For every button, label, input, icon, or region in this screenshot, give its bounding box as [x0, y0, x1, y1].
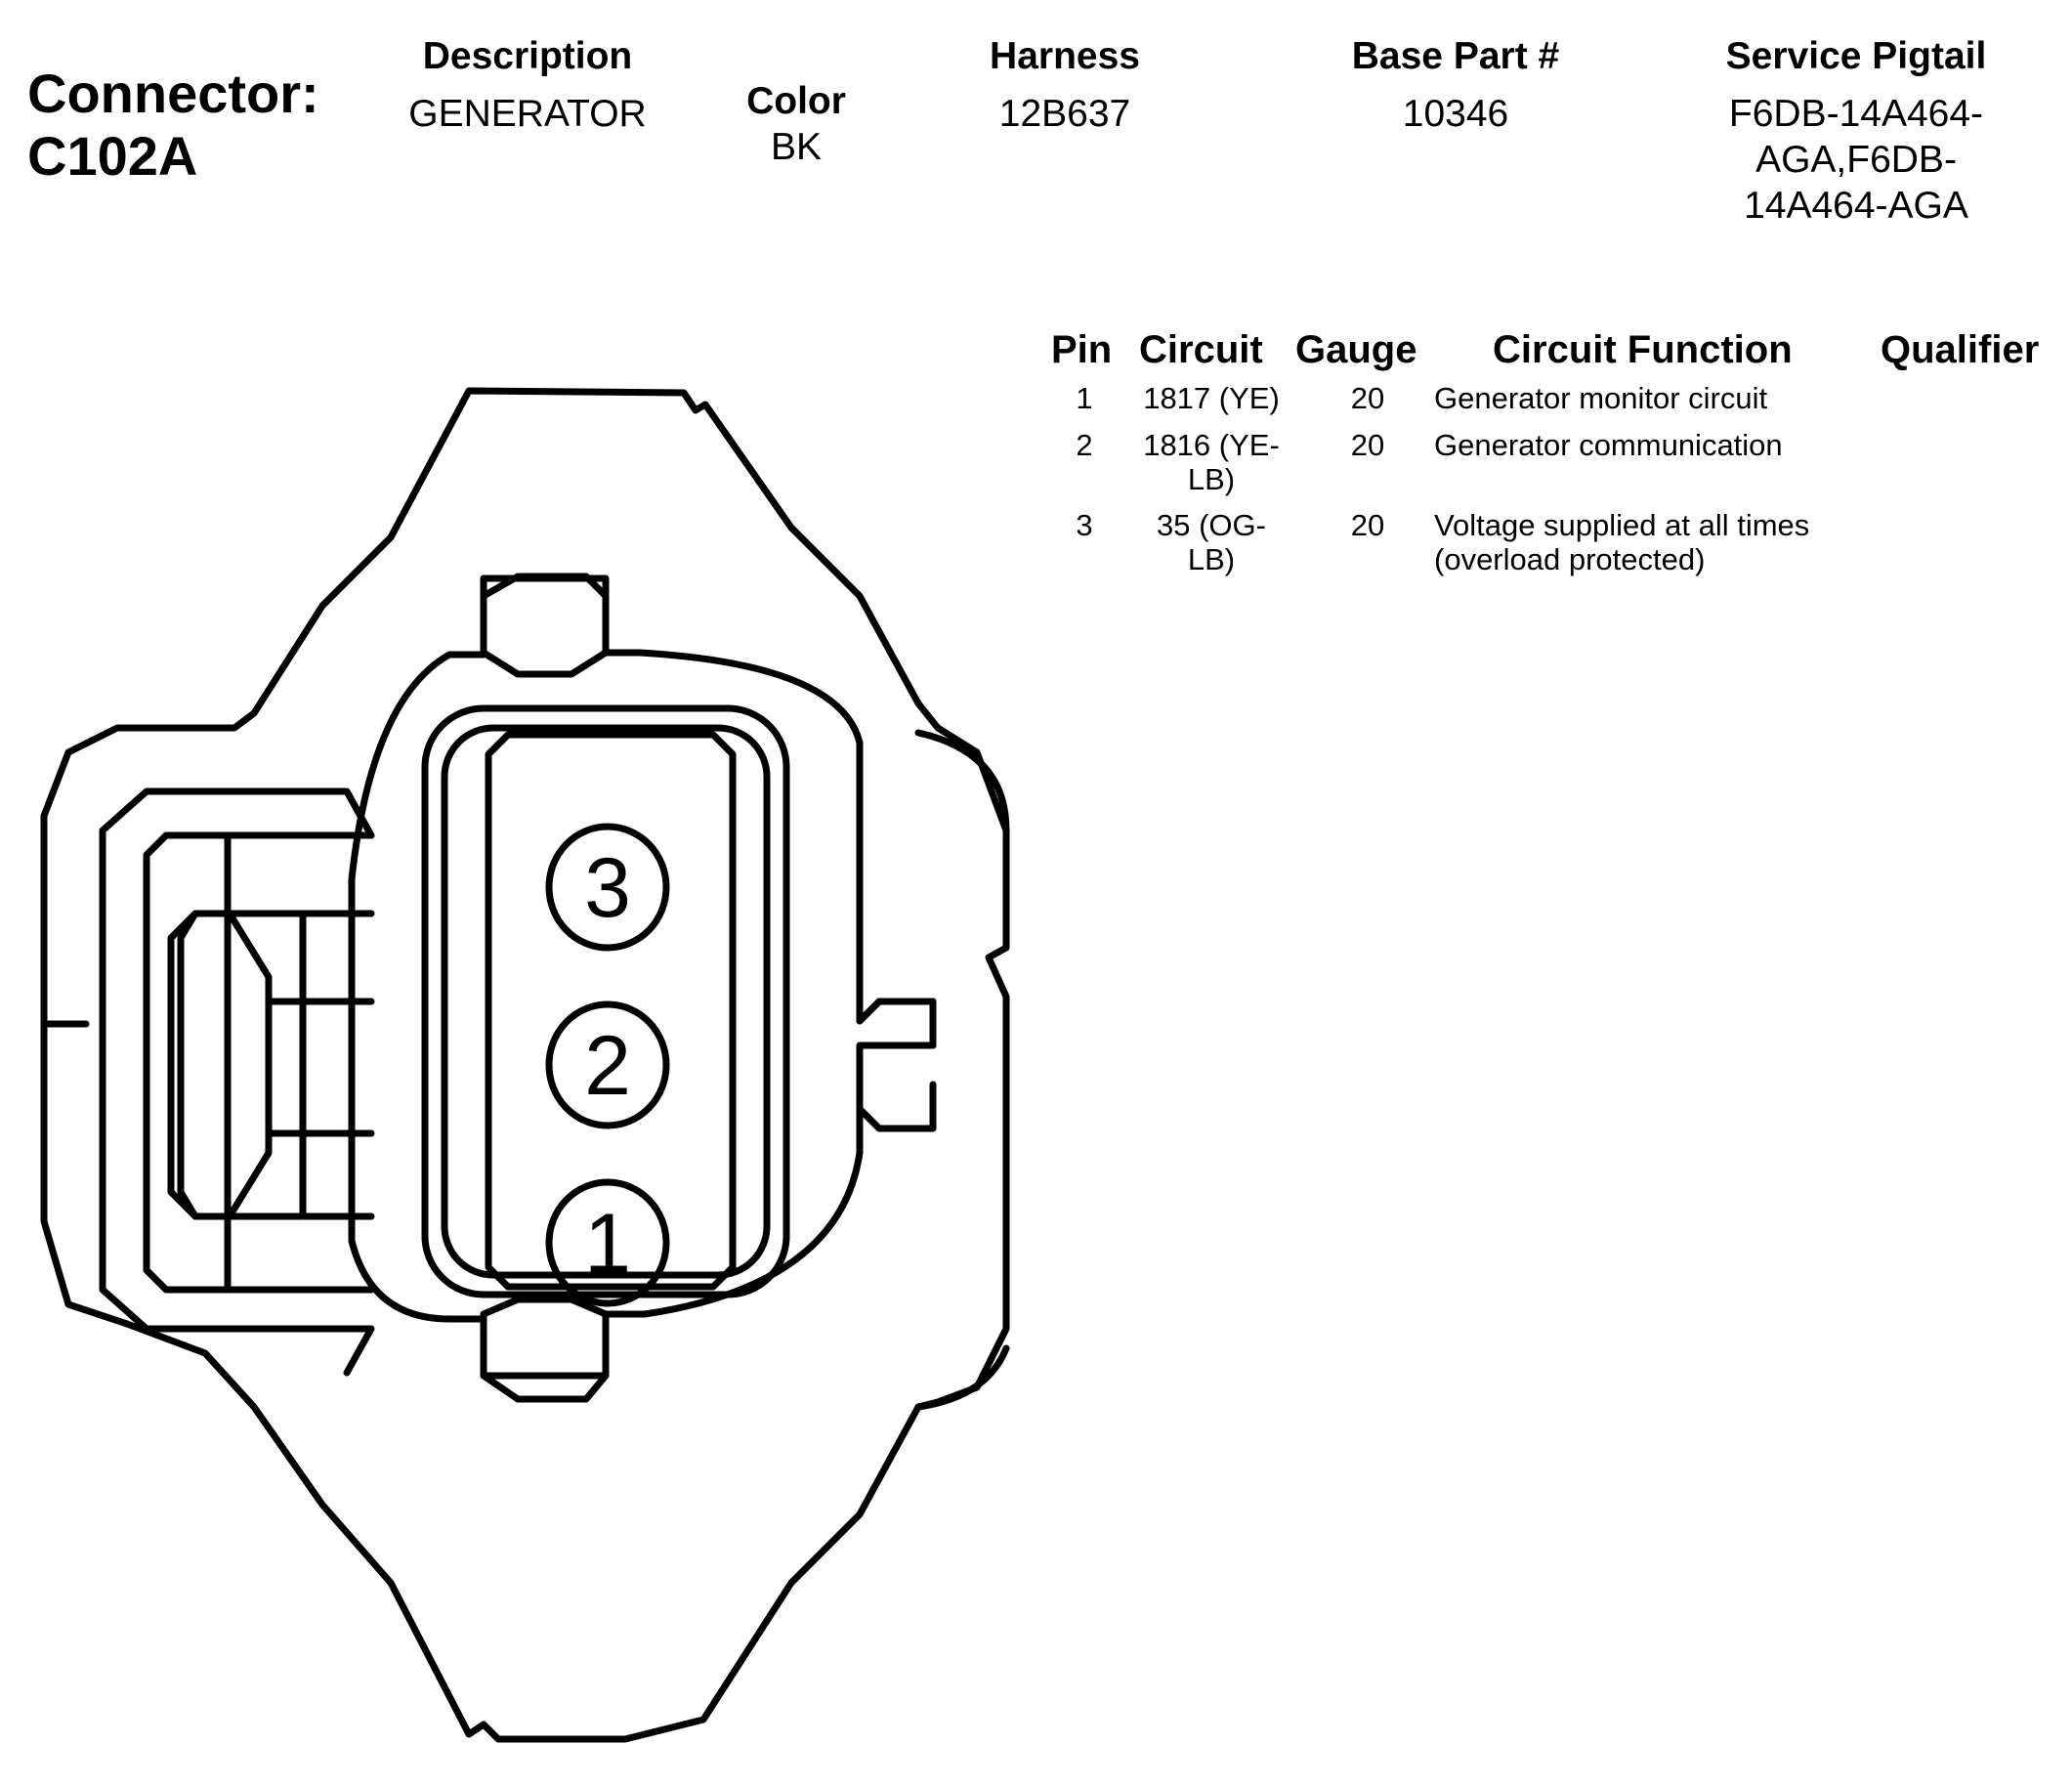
table-row-1-function: Generator monitor circuit: [1434, 381, 1768, 415]
connector-terminal-frame-middle: [441, 724, 771, 1279]
service-pigtail-column: Service Pigtail F6DB-14A464- AGA,F6DB- 1…: [1680, 33, 2032, 229]
connector-release-tab-lip: [177, 910, 199, 1220]
table-row-1-circuit: 1817 (YE): [1143, 381, 1280, 415]
table-row-1-pin: 1: [1076, 381, 1093, 415]
base-part-column: Base Part # 10346: [1299, 33, 1612, 137]
table-row-3-pin: 3: [1076, 508, 1093, 542]
table-row-2-gauge: 20: [1350, 428, 1385, 462]
connector-release-tab-inner: [226, 910, 273, 1220]
table-row-3-function: Voltage supplied at all times (overload …: [1434, 508, 1810, 576]
base-part-value: 10346: [1402, 93, 1509, 135]
connector-right-latch-lower: [914, 1344, 1010, 1411]
service-pigtail-value: F6DB-14A464- AGA,F6DB- 14A464-AGA: [1728, 93, 1984, 227]
connector-terminal-cavity: [485, 731, 737, 1291]
pin-cavity-1: [545, 1178, 670, 1307]
col-header-circuit: Circuit: [1139, 328, 1263, 371]
table-row-2-pin: 2: [1076, 428, 1093, 462]
harness-heading: Harness: [990, 35, 1140, 77]
col-header-qualifier: Qualifier: [1881, 328, 2040, 371]
col-header-function: Circuit Function: [1493, 328, 1793, 371]
connector-left-latch-arm: [99, 787, 375, 1377]
connector-release-tab: [167, 910, 375, 1220]
connector-outer-housing: [40, 387, 1010, 1743]
connector-face-diagram: 3 2 1: [40, 387, 1010, 1743]
pin-label-3: 3: [584, 841, 631, 935]
connector-title: Connector: C102A: [27, 63, 319, 188]
harness-value: 12B637: [998, 93, 1131, 135]
table-row-2-circuit: 1816 (YE- LB): [1143, 428, 1280, 496]
table-row-1-gauge: 20: [1350, 381, 1385, 415]
connector-id: C102A: [27, 125, 198, 187]
color-value: BK: [770, 126, 823, 168]
color-heading: Color: [746, 80, 846, 122]
connector-right-lock-slot: [856, 998, 937, 1049]
harness-column: Harness 12B637: [909, 33, 1221, 137]
base-part-heading: Base Part #: [1351, 35, 1560, 77]
table-row-2-function: Generator communication: [1434, 428, 1783, 462]
table-row-3-gauge: 20: [1350, 508, 1385, 542]
connector-terminal-frame-outer: [421, 704, 790, 1298]
connector-right-latch-outline: [914, 729, 1010, 834]
connector-inner-body: [348, 574, 937, 1380]
connector-bottom-key: [480, 1296, 610, 1403]
description-column: Description GENERATOR: [371, 33, 684, 137]
description-heading: Description: [422, 35, 633, 77]
col-header-pin: Pin: [1051, 328, 1113, 371]
pin-cavity-3: [545, 823, 670, 952]
connector-top-key: [480, 573, 610, 678]
table-row-3-circuit: 35 (OG- LB): [1157, 508, 1266, 576]
description-value: GENERATOR: [408, 93, 647, 135]
color-column: Color BK: [698, 78, 894, 170]
service-pigtail-heading: Service Pigtail: [1725, 35, 1987, 77]
connector-right-lock-slot-lower: [856, 1081, 937, 1132]
pin-label-1: 1: [584, 1197, 631, 1291]
pin-cavity-2: [545, 1000, 670, 1129]
pin-label-2: 2: [584, 1019, 631, 1113]
connector-left-latch-inner: [143, 831, 375, 1294]
connector-label: Connector:: [27, 63, 319, 124]
col-header-gauge: Gauge: [1295, 328, 1417, 371]
